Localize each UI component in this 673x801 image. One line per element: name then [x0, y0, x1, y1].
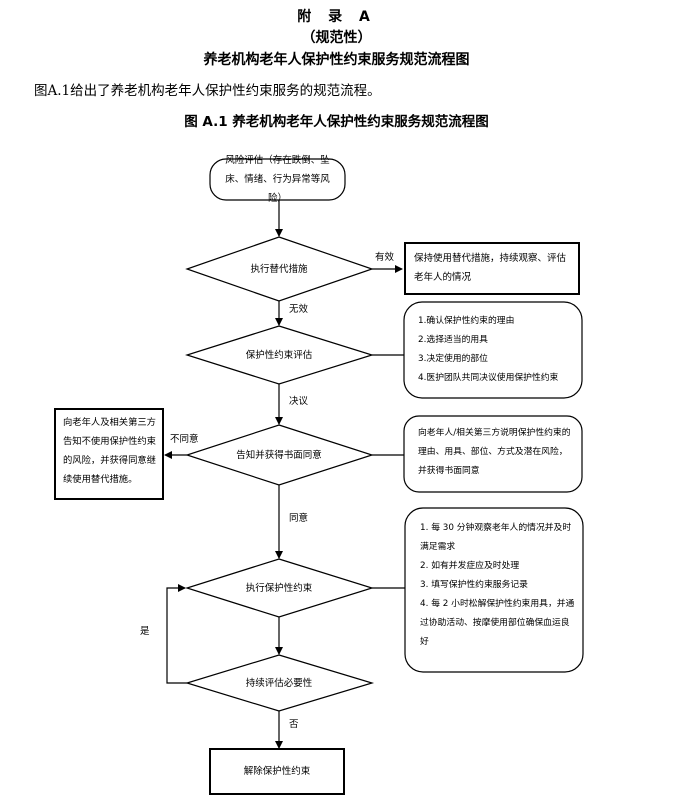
normative-label: （规范性）: [301, 30, 372, 46]
execute-note-item: 4. 每 2 小时松解保护性约束用具，并通过协助活动、按摩使用部位确保血运良好: [420, 599, 575, 647]
disagree-label: 不同意: [170, 434, 199, 445]
appendix-heading: 附 录 A: [297, 9, 376, 25]
ineffective-label: 无效: [289, 304, 309, 315]
assess-note-item: 2.选择适当的用具: [418, 335, 488, 345]
execute-notes-list: 1. 每 30 分钟观察老年人的情况并及时满足需求 2. 如有并发症应及时处理 …: [420, 519, 578, 652]
end-node: [209, 748, 345, 795]
figure-title: 图 A.1 养老机构老年人保护性约束服务规范流程图: [184, 114, 489, 130]
intro-text: 图A.1给出了养老机构老年人保护性约束服务的规范流程。: [34, 83, 381, 99]
arrow-yes-loop: [166, 584, 187, 684]
yes-label: 是: [140, 626, 150, 637]
assess-notes-box: [403, 301, 583, 399]
execute-notes-box: [404, 507, 584, 673]
no-label: 否: [289, 719, 299, 730]
assess-note-item: 1.确认保护性约束的理由: [418, 316, 515, 326]
execute-note-item: 3. 填写保护性约束服务记录: [420, 580, 528, 590]
continue-text: 持续评估必要性: [245, 677, 313, 689]
disagree-text: 向老年人及相关第三方告知不使用保护性约束的风险，并获得同意继续使用替代措施。: [63, 417, 156, 485]
consent-note-box: [403, 415, 583, 493]
effective-box: [404, 242, 580, 295]
agree-label: 同意: [289, 513, 309, 524]
consent-text: 告知并获得书面同意: [236, 449, 322, 461]
start-text: 风险评估（存在跌倒、坠床、情绪、行为异常等风险）: [225, 155, 330, 204]
start-node: [209, 158, 346, 201]
end-text: 解除保护性约束: [243, 766, 311, 777]
consent-note-text: 向老年人/相关第三方说明保护性约束的理由、用具、部位、方式及潜在风险，并获得书面…: [418, 428, 571, 476]
assess-text: 保护性约束评估: [245, 349, 313, 361]
execute-note-item: 1. 每 30 分钟观察老年人的情况并及时满足需求: [420, 523, 572, 552]
alt-measure-text: 执行替代措施: [250, 263, 308, 275]
assess-note-item: 4.医护团队共同决议使用保护性约束: [418, 373, 559, 383]
execute-note-item: 2. 如有并发症应及时处理: [420, 561, 520, 571]
execute-text: 执行保护性约束: [245, 582, 313, 594]
appendix-title: 养老机构老年人保护性约束服务规范流程图: [203, 52, 470, 68]
assess-note-item: 3.决定使用的部位: [418, 354, 488, 364]
disagree-box: [54, 408, 164, 500]
assess-notes-list: 1.确认保护性约束的理由 2.选择适当的用具 3.决定使用的部位 4.医护团队共…: [418, 312, 576, 388]
effective-label: 有效: [375, 252, 395, 263]
effective-text: 保持使用替代措施，持续观察、评估老年人的情况: [414, 253, 567, 283]
suggest-label: 决议: [289, 396, 309, 407]
